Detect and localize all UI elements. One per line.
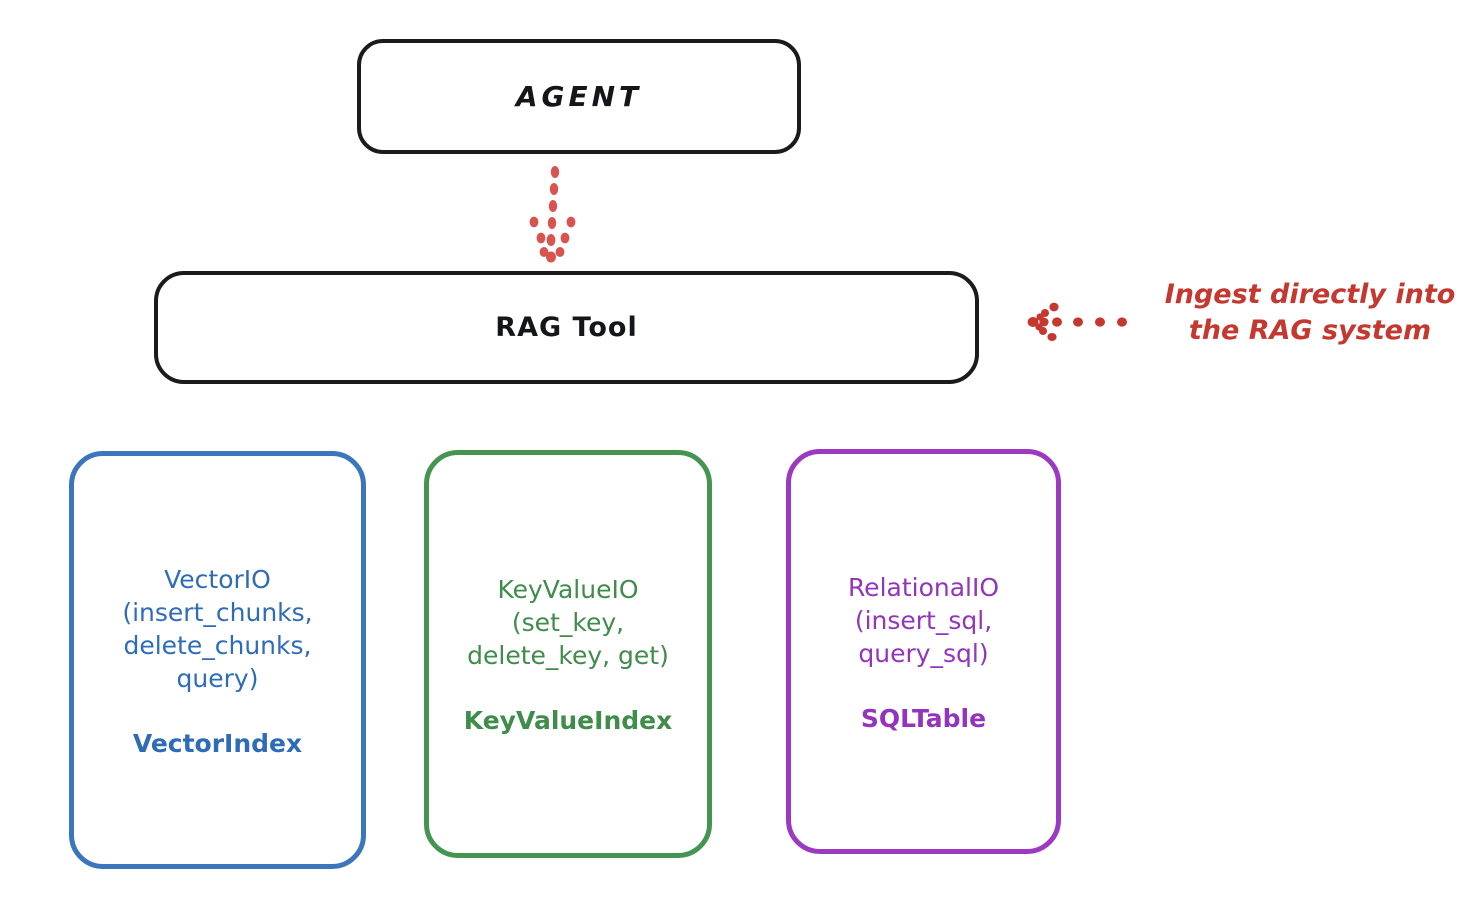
node-agent-label: AGENT bbox=[515, 80, 643, 113]
key-value-io-api-line: (set_key, bbox=[511, 608, 625, 637]
relational-io-api-line: RelationalIO bbox=[847, 572, 1000, 602]
annotation-ingest-line2: the RAG system bbox=[1188, 315, 1432, 347]
vector-io-api-lines: VectorIO (insert_chunks, delete_chunks, … bbox=[122, 563, 312, 695]
relational-io-api-line: (insert_sql, bbox=[854, 605, 993, 635]
vector-io-index-label: VectorIndex bbox=[132, 728, 303, 758]
node-rag-tool[interactable]: RAG Tool bbox=[154, 271, 979, 384]
node-key-value-io[interactable]: KeyValueIO (set_key, delete_key, get) Ke… bbox=[424, 450, 712, 858]
relational-io-index-label: SQLTable bbox=[860, 703, 987, 733]
node-rag-tool-label: RAG Tool bbox=[495, 312, 638, 343]
vector-io-api-line: (insert_chunks, bbox=[122, 597, 313, 627]
vector-io-api-line: query) bbox=[176, 663, 259, 693]
node-agent[interactable]: AGENT bbox=[357, 39, 801, 154]
relational-io-api-lines: RelationalIO (insert_sql, query_sql) bbox=[848, 571, 999, 670]
annotation-ingest-line1: Ingest directly into bbox=[1164, 279, 1456, 310]
key-value-io-api-line: delete_key, get) bbox=[467, 641, 669, 670]
annotation-ingest: Ingest directly into the RAG system bbox=[1145, 277, 1475, 349]
node-relational-io[interactable]: RelationalIO (insert_sql, query_sql) SQL… bbox=[786, 449, 1061, 854]
node-vector-io[interactable]: VectorIO (insert_chunks, delete_chunks, … bbox=[69, 451, 366, 869]
key-value-io-api-lines: KeyValueIO (set_key, delete_key, get) bbox=[467, 573, 669, 672]
key-value-io-index-label: KeyValueIndex bbox=[463, 706, 673, 735]
agent-to-rag-tool-arrow bbox=[529, 166, 576, 263]
ingest-to-rag-tool-arrow bbox=[1027, 302, 1127, 341]
vector-io-api-line: delete_chunks, bbox=[123, 630, 312, 660]
key-value-io-api-line: KeyValueIO bbox=[497, 575, 639, 604]
relational-io-api-line: query_sql) bbox=[858, 638, 989, 668]
vector-io-api-line: VectorIO bbox=[164, 564, 271, 594]
